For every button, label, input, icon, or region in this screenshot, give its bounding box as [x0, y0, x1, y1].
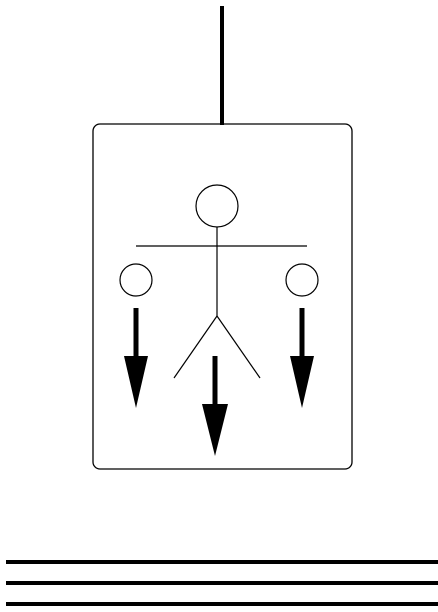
figure-left-leg: [173, 315, 218, 379]
stick-figure: [136, 184, 307, 379]
right-gravity-arrow: [290, 308, 314, 408]
left-gravity-arrow: [124, 308, 148, 408]
elevator-cabin: [92, 123, 353, 470]
center-gravity-arrow: [202, 356, 228, 456]
figure-head: [195, 184, 239, 228]
right-held-ball: [285, 263, 319, 297]
figure-right-leg: [216, 315, 261, 379]
left-held-ball: [119, 263, 153, 297]
